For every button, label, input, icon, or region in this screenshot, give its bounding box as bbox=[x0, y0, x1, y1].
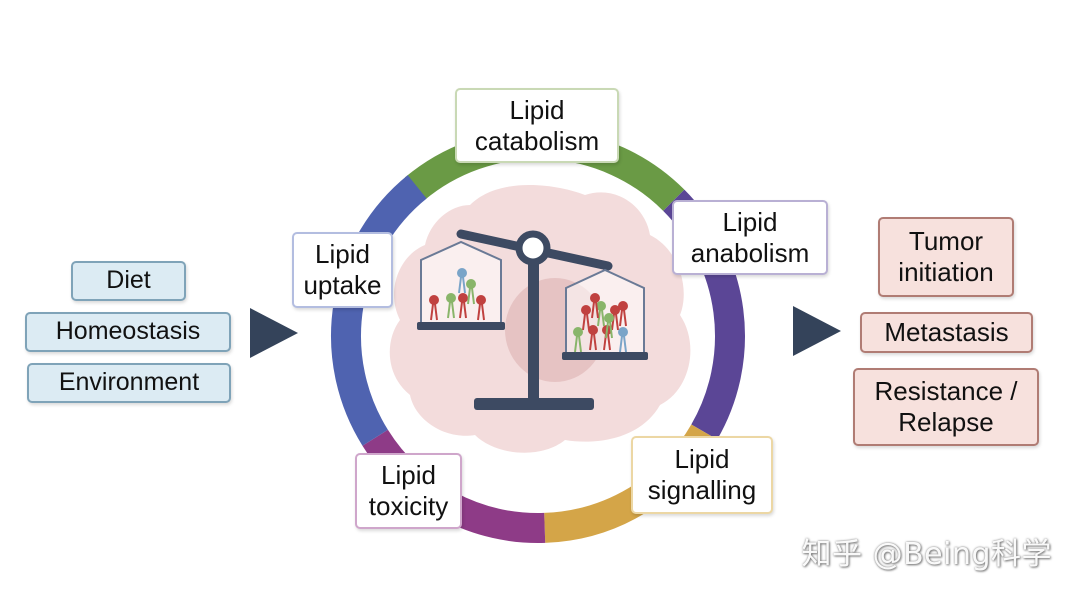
process-box-lipid-uptake: Lipid uptake bbox=[292, 232, 393, 308]
lipid-tail bbox=[601, 309, 605, 327]
lipid-head bbox=[573, 327, 583, 337]
lipid-tail bbox=[467, 287, 471, 305]
lipid-tail bbox=[459, 301, 463, 319]
scale-pan-right bbox=[562, 268, 648, 360]
lipid-tail bbox=[451, 301, 455, 319]
lipid-tail bbox=[458, 276, 462, 294]
lipid-tail bbox=[471, 287, 475, 305]
lipid-tail bbox=[578, 335, 582, 353]
watermark: 知乎 @Being科学 bbox=[801, 537, 1052, 572]
lipid-head bbox=[618, 301, 628, 311]
lipid-tail bbox=[623, 309, 627, 327]
scale-pivot bbox=[515, 230, 551, 266]
lipid-head bbox=[476, 295, 486, 305]
process-box-lipid-signalling: Lipid signalling bbox=[631, 436, 773, 514]
lipid-head bbox=[610, 305, 620, 315]
lipid-head bbox=[458, 293, 468, 303]
lipid-tail bbox=[623, 335, 627, 353]
lipid-tail bbox=[589, 333, 593, 351]
lipid-tail bbox=[462, 276, 466, 294]
arrow-right-icon bbox=[793, 306, 841, 356]
lipid-tail bbox=[619, 309, 623, 327]
lipid-tail bbox=[607, 333, 611, 351]
lipid-tail bbox=[597, 309, 601, 327]
output-box-metastasis: Metastasis bbox=[860, 312, 1033, 353]
lipid-head bbox=[581, 305, 591, 315]
lipid-tail bbox=[434, 303, 438, 321]
output-box-tumor-initiation: Tumor initiation bbox=[878, 217, 1014, 297]
lipid-head bbox=[429, 295, 439, 305]
input-box-environment: Environment bbox=[27, 363, 231, 403]
process-box-lipid-toxicity: Lipid toxicity bbox=[355, 453, 462, 529]
lipid-tail bbox=[582, 313, 586, 331]
lipid-head bbox=[588, 325, 598, 335]
balance-scale-icon bbox=[417, 229, 648, 410]
lipid-head bbox=[466, 279, 476, 289]
scale-base bbox=[474, 398, 594, 410]
lipid-tail bbox=[605, 321, 609, 339]
scale-pan-tray bbox=[562, 352, 648, 360]
lipid-tail bbox=[477, 303, 481, 321]
scale-pan-left bbox=[417, 240, 505, 330]
lipid-head bbox=[618, 327, 628, 337]
input-box-diet: Diet bbox=[71, 261, 186, 301]
input-box-homeostasis: Homeostasis bbox=[25, 312, 231, 352]
lipid-head bbox=[457, 268, 467, 278]
scale-pan-tray bbox=[417, 322, 505, 330]
lipid-tail bbox=[574, 335, 578, 353]
lipid-head bbox=[596, 301, 606, 311]
lipid-tail bbox=[481, 303, 485, 321]
lipid-tail bbox=[447, 301, 451, 319]
scale-post bbox=[528, 250, 539, 400]
lipid-tail bbox=[595, 301, 599, 319]
lipid-tail bbox=[615, 313, 619, 331]
lipid-tail bbox=[463, 301, 467, 319]
output-box-resistance-relapse: Resistance / Relapse bbox=[853, 368, 1039, 446]
lipid-tail bbox=[586, 313, 590, 331]
process-box-lipid-catabolism: Lipid catabolism bbox=[455, 88, 619, 163]
lipid-tail bbox=[430, 303, 434, 321]
lipid-tail bbox=[591, 301, 595, 319]
arrow-right-icon bbox=[250, 308, 298, 358]
lipid-tail bbox=[609, 321, 613, 339]
process-box-lipid-anabolism: Lipid anabolism bbox=[672, 200, 828, 275]
lipid-head bbox=[590, 293, 600, 303]
lipid-tail bbox=[619, 335, 623, 353]
lipid-head bbox=[604, 313, 614, 323]
lipid-tail bbox=[593, 333, 597, 351]
lipid-head bbox=[446, 293, 456, 303]
